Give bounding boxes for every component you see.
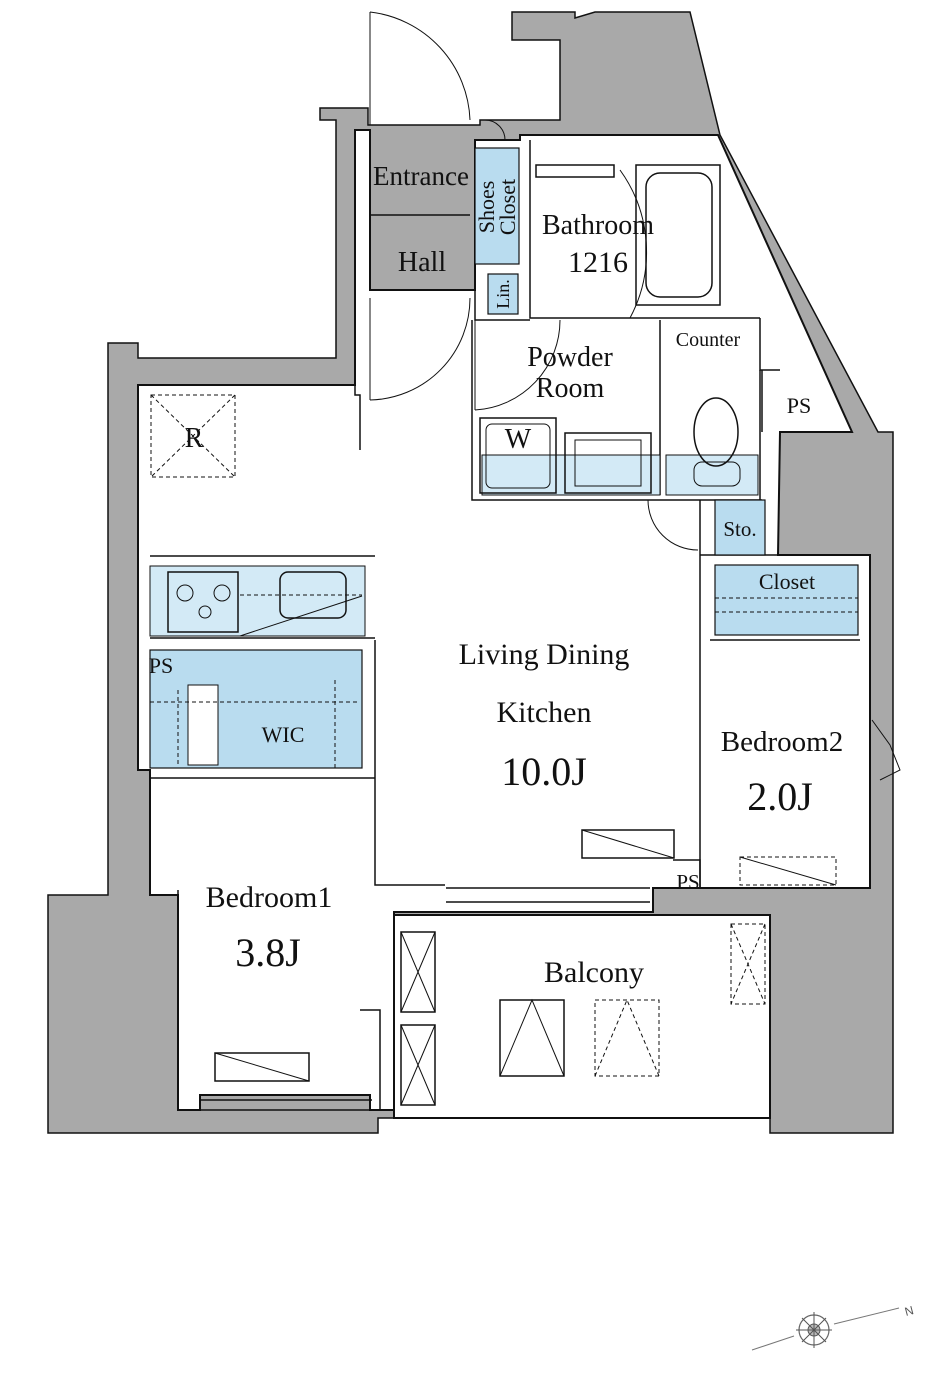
bathtub-frame <box>635 164 721 306</box>
unit-interior <box>137 129 871 1119</box>
bedroom1-sill <box>214 1052 310 1082</box>
washer-box <box>479 417 557 494</box>
ac-unit-2 <box>400 1024 436 1106</box>
balcony-unit-2 <box>594 999 660 1077</box>
fridge-space <box>150 394 236 478</box>
label-entrance: Entrance <box>373 161 469 191</box>
label-bedroom1: Bedroom1 <box>206 881 333 914</box>
burner-1 <box>176 584 194 602</box>
linen-closet <box>487 273 519 315</box>
bedroom2-window <box>871 719 901 781</box>
burner-3 <box>198 605 212 619</box>
label-powder: Powder <box>527 342 613 373</box>
label-ps-left: PS <box>149 653 173 678</box>
interior <box>137 129 871 1111</box>
powder-door <box>474 319 561 411</box>
label-bedroom1-size: 3.8J <box>235 930 301 975</box>
vanity-sink-inner <box>574 439 642 487</box>
toilet-bowl <box>693 397 739 467</box>
shoes-closet <box>474 147 520 265</box>
washer-inner <box>485 423 551 489</box>
label-ps-bottom: PS <box>676 870 699 894</box>
labels: Entrance Hall Shoes Closet Lin. Bathroom… <box>149 161 843 989</box>
entrance-step <box>484 119 506 141</box>
compass-icon: N <box>751 1303 915 1351</box>
vanity-sink <box>564 432 652 494</box>
ac-unit-3 <box>730 923 766 1005</box>
label-ldk-1: Living Dining <box>459 638 630 671</box>
entrance-door <box>369 11 471 125</box>
compass-north-label: N <box>903 1303 915 1319</box>
label-bedroom2-size: 2.0J <box>747 774 813 819</box>
hall-door <box>369 297 471 401</box>
bedroom2-closet <box>714 564 859 636</box>
label-washer: W <box>505 424 532 455</box>
fixtures <box>149 147 901 1119</box>
label-bathroom-size: 1216 <box>568 246 628 279</box>
label-bathroom: Bathroom <box>542 210 654 241</box>
label-shoes: Shoes <box>474 181 499 234</box>
toilet-shelf <box>665 454 759 496</box>
bath-counter <box>535 164 615 178</box>
label-room: Room <box>536 373 605 404</box>
label-linen: Lin. <box>493 279 513 309</box>
partitions <box>150 140 870 1110</box>
label-wic: WIC <box>262 722 305 747</box>
ac-unit-1 <box>400 931 436 1013</box>
label-ps-top: PS <box>787 393 811 418</box>
bedroom2-sill <box>739 856 837 886</box>
doors <box>369 11 699 551</box>
ldk-window <box>446 887 650 913</box>
label-ldk-2: Kitchen <box>497 696 592 729</box>
cooktop <box>167 571 239 633</box>
toilet-tank <box>693 461 741 487</box>
sto-closet <box>714 499 766 556</box>
label-bedroom2: Bedroom2 <box>721 726 843 758</box>
label-closet: Closet <box>759 569 815 594</box>
bathtub <box>645 172 713 298</box>
label-ldk-size: 10.0J <box>501 749 587 794</box>
label-closet-vert: Closet <box>495 179 520 235</box>
ldk-sill <box>581 829 675 859</box>
bedroom1-window <box>200 1099 372 1111</box>
wic-storage <box>149 649 363 769</box>
powder-counter <box>481 454 661 496</box>
label-balcony: Balcony <box>544 956 644 989</box>
label-refrigerator: R <box>185 423 204 454</box>
balcony-area <box>393 914 771 1119</box>
label-storage: Sto. <box>723 517 756 541</box>
burner-2 <box>213 584 231 602</box>
label-counter: Counter <box>676 329 741 351</box>
label-hall: Hall <box>398 247 446 278</box>
wic-cutout <box>187 684 219 766</box>
sto-door <box>647 499 699 551</box>
